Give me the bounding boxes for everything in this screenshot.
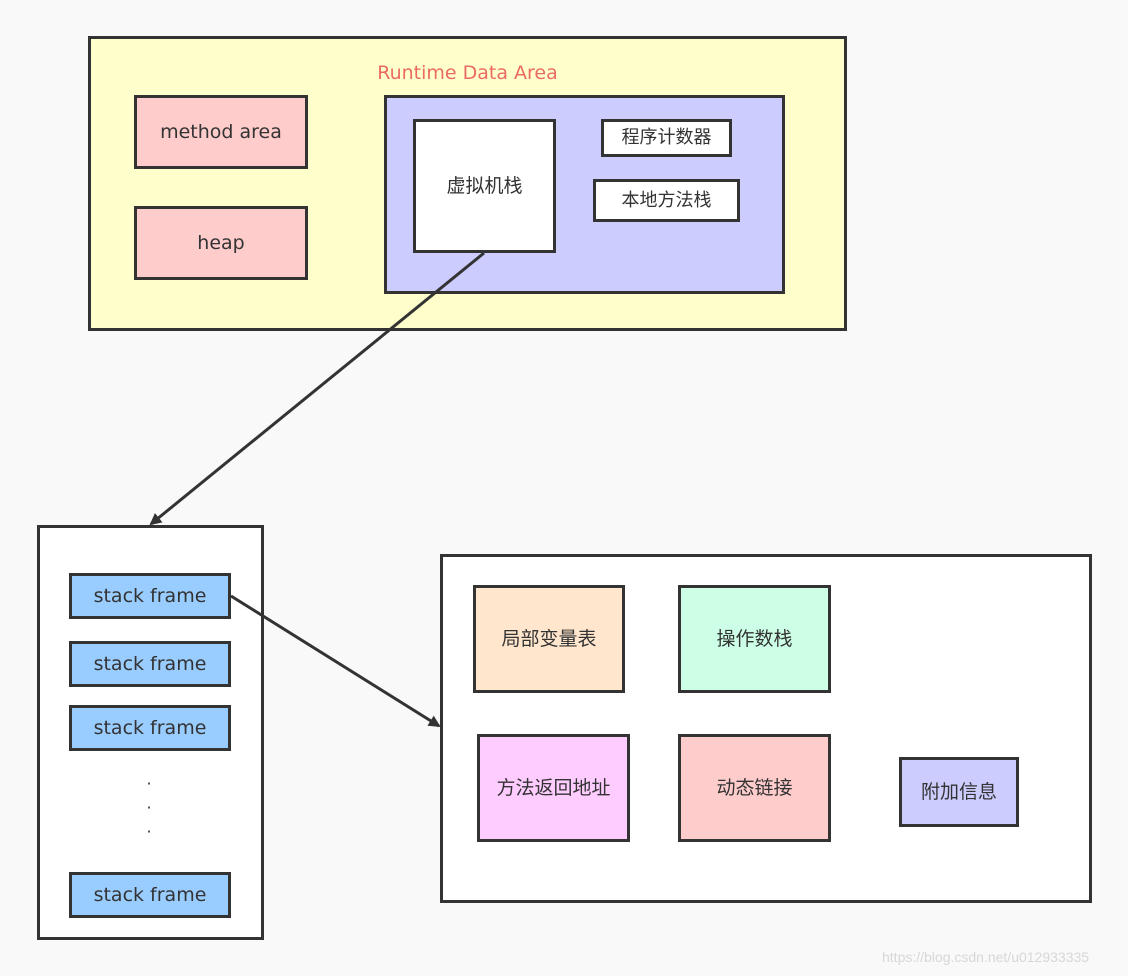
vm-stack-box: 虚拟机栈 — [413, 119, 556, 253]
ellipsis-dot-2: · — [146, 798, 152, 817]
pc-register-box: 程序计数器 — [601, 119, 732, 157]
arrow-vm-stack-to-frames — [149, 251, 485, 526]
runtime-data-area-title: Runtime Data Area — [377, 62, 558, 84]
arrow-frame-to-detail — [230, 594, 441, 728]
dynamic-linking-box: 动态链接 — [678, 734, 831, 842]
stack-frame-1: stack frame — [69, 573, 231, 619]
return-address-box: 方法返回地址 — [477, 734, 630, 842]
ellipsis-dot-3: · — [146, 822, 152, 841]
operand-stack-box: 操作数栈 — [678, 585, 831, 693]
additional-info-box: 附加信息 — [899, 757, 1019, 827]
method-area-box: method area — [134, 95, 308, 169]
local-variables-box: 局部变量表 — [473, 585, 625, 693]
native-method-stack-box: 本地方法栈 — [593, 179, 740, 222]
watermark-text: https://blog.csdn.net/u012933335 — [882, 949, 1090, 965]
stack-frame-3: stack frame — [69, 705, 231, 751]
stack-frame-4: stack frame — [69, 872, 231, 918]
stack-frame-2: stack frame — [69, 641, 231, 687]
heap-box: heap — [134, 206, 308, 280]
ellipsis-dot-1: · — [146, 774, 152, 793]
